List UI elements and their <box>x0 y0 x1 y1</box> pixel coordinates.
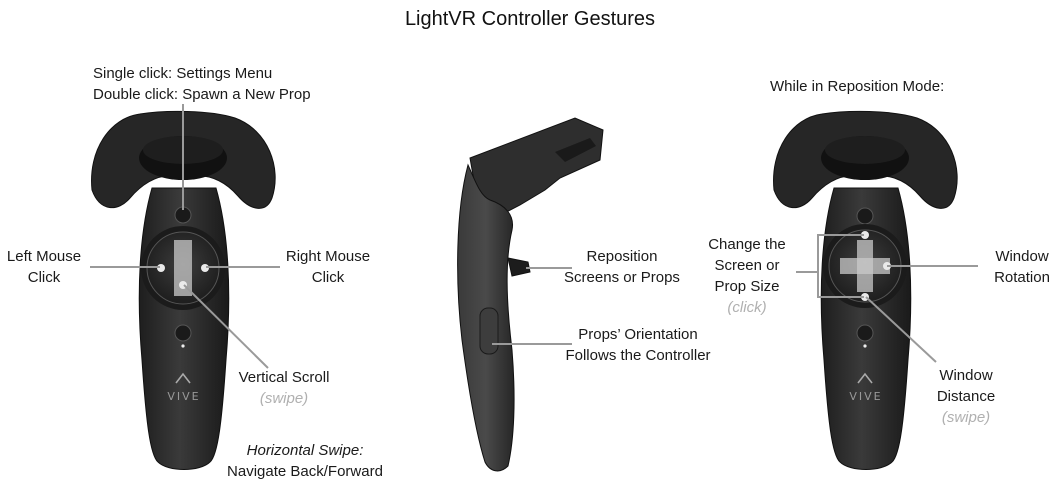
size-line-2: Screen or <box>714 257 780 274</box>
vertical-scroll-label: Vertical Scroll (swipe) <box>228 367 340 409</box>
left-system-button <box>174 324 192 342</box>
distance-label: Window Distance (swipe) <box>922 365 1010 428</box>
vertical-scroll-text: Vertical Scroll <box>238 369 330 386</box>
right-click-line-1: Right Mouse <box>285 248 371 265</box>
left-click-line-2: Click <box>27 269 61 286</box>
right-menu-button <box>856 207 874 225</box>
left-vive-logo-text: VIVE <box>167 390 201 403</box>
grip-line-1: Reposition <box>586 248 658 265</box>
trigger-line-2: Follows the Controller <box>565 347 711 364</box>
middle-trigger <box>507 257 531 277</box>
distance-hint: (swipe) <box>941 409 991 426</box>
trigger-label: Props’ Orientation Follows the Controlle… <box>552 324 724 366</box>
left-controller <box>91 110 276 470</box>
menu-double-label: Double click: Spawn a New Prop <box>93 86 311 103</box>
distance-line-2: Distance <box>936 388 996 405</box>
right-vive-logo-text: VIVE <box>849 390 883 403</box>
horizontal-swipe-title: Horizontal Swipe: <box>246 442 364 459</box>
size-line-1: Change the <box>708 236 786 253</box>
horizontal-swipe-desc: Navigate Back/Forward <box>227 463 383 480</box>
middle-controller <box>457 117 604 472</box>
vscroll-leader <box>183 284 269 369</box>
middle-grip-button <box>479 307 499 355</box>
right-click-label: Right Mouse Click <box>280 246 376 288</box>
rotation-line-2: Rotation <box>994 269 1050 286</box>
trigger-line-1: Props’ Orientation <box>578 326 698 343</box>
left-click-line-1: Left Mouse <box>6 248 82 265</box>
reposition-mode-header: While in Reposition Mode: <box>770 78 945 95</box>
size-hint: (click) <box>727 299 767 316</box>
rotation-line-1: Window <box>995 248 1049 265</box>
menu-single-label: Single click: Settings Menu <box>93 65 273 82</box>
right-click-line-2: Click <box>311 269 345 286</box>
right-system-button <box>856 324 874 342</box>
leader-lines <box>90 104 978 369</box>
size-leader <box>817 234 864 298</box>
size-line-3: Prop Size <box>714 278 780 295</box>
vertical-scroll-hint: (swipe) <box>259 390 309 407</box>
rotation-label: Window Rotation <box>984 246 1060 288</box>
size-label: Change the Screen or Prop Size (click) <box>700 234 794 318</box>
left-click-label: Left Mouse Click <box>0 246 88 288</box>
right-controller <box>773 110 958 470</box>
grip-label: Reposition Screens or Props <box>552 246 692 288</box>
grip-line-2: Screens or Props <box>564 269 680 286</box>
distance-line-1: Window <box>939 367 993 384</box>
distance-leader <box>865 296 937 363</box>
diagram-title: LightVR Controller Gestures <box>404 8 656 30</box>
horizontal-swipe-label: Horizontal Swipe: Navigate Back/Forward <box>212 440 398 482</box>
